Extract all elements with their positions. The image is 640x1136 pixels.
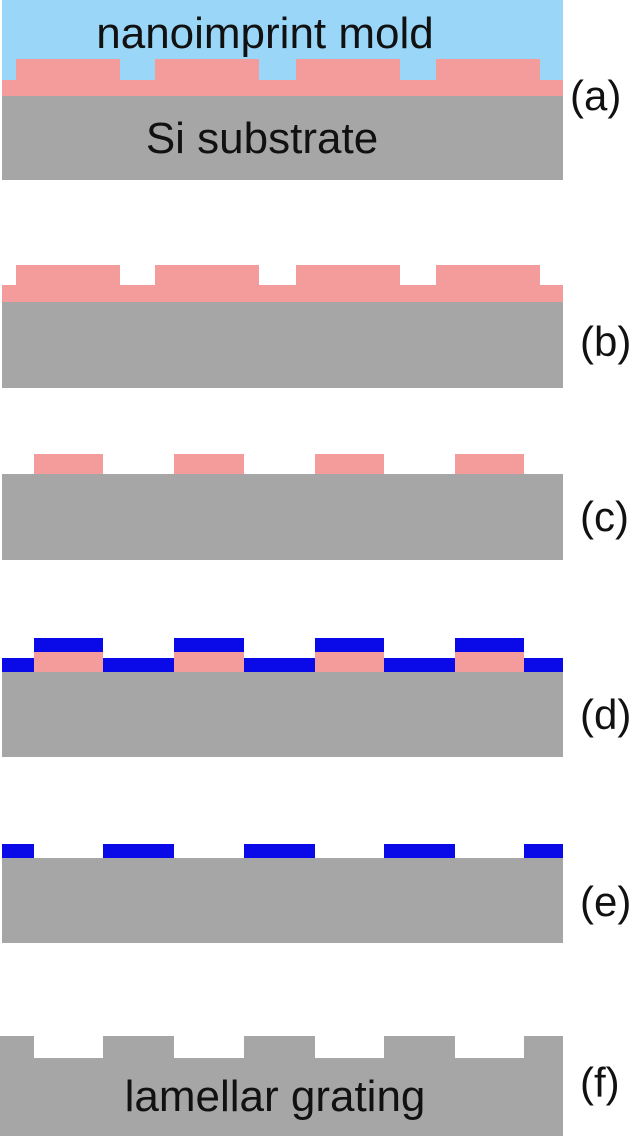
- lamellar-grating: [0, 1036, 563, 1136]
- grating-label: lamellar grating: [125, 1072, 426, 1121]
- resist-layer-b: [2, 265, 563, 302]
- step-label-b: (b): [580, 318, 631, 365]
- resist-line: [455, 652, 524, 672]
- metal-mask: [244, 844, 315, 858]
- metal-cap: [455, 638, 524, 652]
- mold-label: nanoimprint mold: [96, 9, 434, 58]
- si-substrate-b: [2, 302, 563, 388]
- si-substrate-a: [2, 96, 563, 180]
- resist-line: [315, 652, 384, 672]
- step-label-c: (c): [580, 493, 629, 540]
- substrate-label: Si substrate: [146, 114, 378, 163]
- step-a: nanoimprint mold Si substrate (a): [2, 0, 621, 180]
- step-label-f: (f): [580, 1059, 620, 1106]
- step-label-d: (d): [580, 691, 631, 738]
- metal-mask: [384, 844, 455, 858]
- metal-cap: [174, 638, 244, 652]
- metal-gap: [2, 658, 34, 672]
- resist-line: [174, 652, 244, 672]
- metal-mask: [524, 844, 563, 858]
- metal-gap: [524, 658, 563, 672]
- metal-gap: [244, 658, 315, 672]
- step-e: (e): [2, 844, 631, 943]
- resist-line: [174, 454, 244, 474]
- step-d: (d): [2, 638, 631, 757]
- metal-mask: [2, 844, 34, 858]
- resist-line: [34, 652, 103, 672]
- resist-line: [315, 454, 384, 474]
- step-f: lamellar grating (f): [0, 1036, 620, 1136]
- resist-layer-a: [2, 59, 563, 96]
- metal-gap: [103, 658, 174, 672]
- step-b: (b): [2, 265, 631, 388]
- metal-cap: [34, 638, 103, 652]
- step-label-a: (a): [570, 72, 621, 119]
- metal-gap: [384, 658, 455, 672]
- step-label-e: (e): [580, 878, 631, 925]
- resist-line: [455, 454, 524, 474]
- si-substrate-c: [2, 474, 563, 560]
- si-substrate-d: [2, 672, 563, 757]
- si-substrate-e: [2, 858, 563, 943]
- resist-line: [34, 454, 103, 474]
- metal-cap: [315, 638, 384, 652]
- step-c: (c): [2, 454, 629, 560]
- metal-mask: [103, 844, 174, 858]
